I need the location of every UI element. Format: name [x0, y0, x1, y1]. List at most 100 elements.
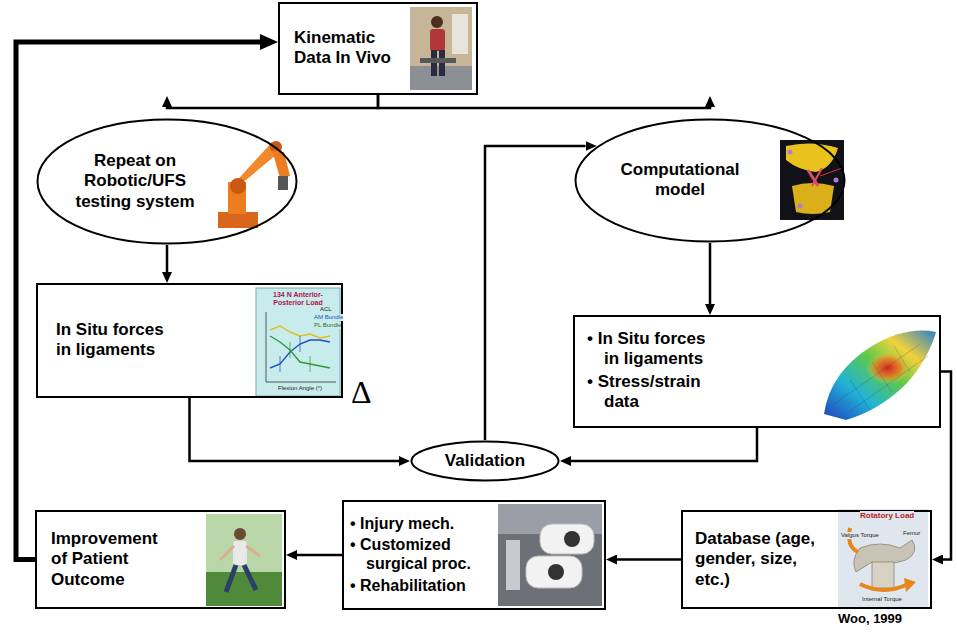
figure-label: PL Bundle: [314, 322, 341, 329]
feedback-arrow: [16, 42, 260, 560]
lab-photo: [410, 7, 472, 90]
text-block: Validation: [420, 451, 550, 471]
flow-arrow: [709, 243, 712, 304]
knee-model-image: [788, 150, 793, 155]
rotatory-load-image: [872, 562, 894, 588]
knee-model-image: [820, 168, 842, 176]
figure-label: Flexion Angle (°): [278, 385, 322, 392]
edge-label: Δ: [349, 376, 374, 408]
knee-model-image: [780, 140, 844, 220]
text-block: • Injury mech. • Customized surgical proc…: [350, 514, 490, 597]
surgical-robot-photo: [564, 531, 580, 547]
rotatory-load-image: [860, 584, 908, 590]
surgical-robot-photo: [540, 524, 594, 554]
force-chart: [310, 356, 311, 372]
process-box: Database (age, gender, size, etc.): [681, 510, 932, 609]
robot-photo: [272, 150, 290, 178]
force-chart: [266, 312, 267, 382]
node-text: Database (age, gender, size, etc.): [695, 529, 823, 590]
patient-photo: [220, 546, 234, 560]
flow-arrow: [297, 554, 342, 557]
text-block: • In Situ forces in ligaments• Stress/st…: [587, 329, 715, 415]
citation: Woo, 1999: [838, 612, 902, 627]
patient-photo: [206, 514, 282, 606]
node-text: In Situ forces in ligaments: [56, 320, 174, 361]
flow-arrow: [167, 95, 378, 108]
surgical-robot-photo: [498, 504, 602, 606]
force-chart: [290, 342, 291, 358]
strain-mesh-image: [824, 331, 936, 420]
force-chart: [270, 336, 330, 368]
text-block: Repeat on Robotic/UFS testing system: [70, 151, 200, 212]
process-box: Improvement of Patient Outcome: [35, 510, 286, 609]
force-chart: [256, 288, 340, 396]
robot-photo: [278, 176, 288, 190]
flow-arrow: [485, 146, 586, 440]
text-block: Improvement of Patient Outcome: [51, 529, 167, 590]
surgical-robot-photo: [526, 556, 582, 588]
lab-photo: [410, 7, 472, 90]
flow-arrow: [617, 558, 681, 561]
knee-model-image: [798, 204, 803, 209]
force-chart: [256, 288, 340, 396]
robot-photo: [218, 141, 290, 228]
force-chart: [300, 336, 301, 352]
lab-photo: [431, 16, 443, 28]
patient-photo: [244, 565, 256, 590]
figure-label: Femur: [903, 530, 920, 537]
patient-photo: [233, 541, 247, 565]
figure-label: Valgus Torque: [841, 532, 879, 539]
process-ellipse: Validation: [410, 440, 560, 482]
lab-photo: [420, 58, 456, 63]
patient-photo: [234, 528, 246, 540]
node-text: • In Situ forces in ligaments: [587, 329, 715, 370]
patient-photo: [206, 514, 282, 606]
node-text: • Injury mech.: [350, 514, 490, 533]
flow-arrow: [571, 428, 757, 461]
ellipse-outline: [38, 120, 297, 244]
process-box: Kinematic Data In Vivo: [278, 2, 478, 95]
process-ellipse: Computational model: [574, 118, 846, 243]
figure-label: Internal Torque: [862, 596, 902, 603]
flow-arrow: [166, 245, 169, 272]
node-text: Repeat on Robotic/UFS testing system: [70, 151, 200, 212]
process-ellipse: Repeat on Robotic/UFS testing system: [36, 118, 298, 245]
force-chart: [280, 356, 281, 372]
node-text: Computational model: [610, 160, 750, 201]
strain-mesh-image: [834, 344, 928, 414]
rotatory-load-image: [838, 509, 928, 607]
surgical-robot-photo: [498, 504, 602, 606]
node-text: • Stress/strain data: [587, 372, 715, 413]
text-block: In Situ forces in ligaments: [56, 320, 174, 361]
figure-label: Rotatory Load: [860, 511, 914, 520]
lab-photo: [452, 14, 468, 54]
text-block: Kinematic Data In Vivo: [294, 28, 402, 69]
node-text: Validation: [420, 451, 550, 471]
strain-mesh-image: [824, 331, 936, 420]
robot-photo: [218, 212, 258, 228]
process-box: • In Situ forces in ligaments• Stress/st…: [573, 315, 941, 428]
strain-mesh-image: [866, 352, 910, 384]
rotatory-load-image: [838, 509, 928, 607]
node-text: • Customized surgical proc.: [350, 535, 490, 573]
patient-photo: [226, 565, 236, 592]
ellipse-outline: [574, 118, 846, 243]
patient-photo: [206, 572, 282, 606]
patient-photo: [246, 546, 260, 556]
text-block: Computational model: [610, 160, 750, 201]
figure-label: 134 N Anterior-Posterior Load: [258, 291, 338, 307]
knee-model-image: [786, 143, 838, 172]
figure-label: AM Bundle: [314, 314, 343, 321]
process-box: • Injury mech. • Customized surgical proc…: [342, 500, 606, 610]
knee-model-image: [780, 140, 844, 220]
force-chart: [266, 382, 336, 383]
rotatory-load-image: [904, 578, 916, 592]
figure-label: ACL: [320, 306, 332, 313]
flow-arrow: [941, 372, 951, 560]
robot-photo: [230, 178, 246, 194]
lab-photo: [430, 29, 445, 51]
surgical-robot-photo: [506, 540, 520, 590]
flow-arrow: [378, 95, 710, 108]
ellipse-outline: [576, 120, 845, 242]
